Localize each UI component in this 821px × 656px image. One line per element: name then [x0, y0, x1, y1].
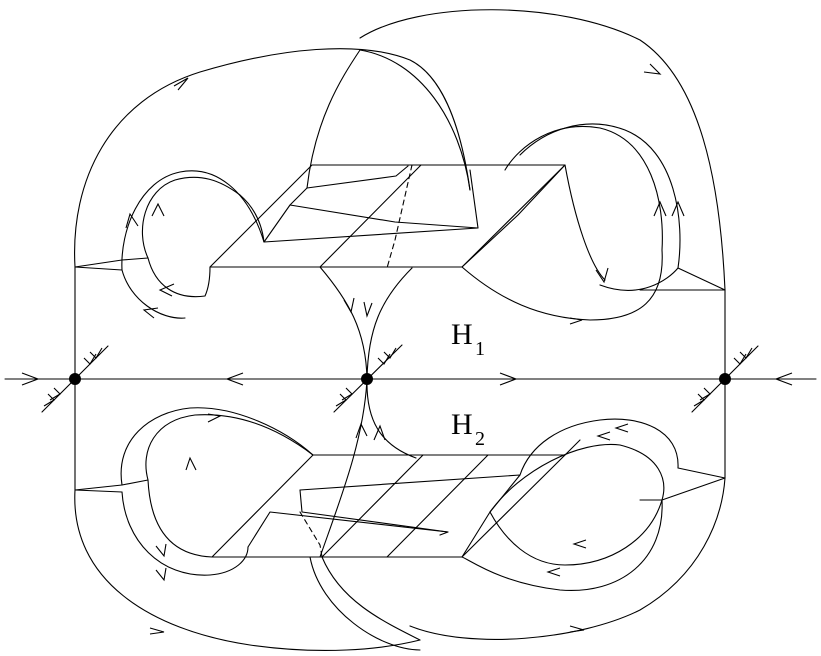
label-h1-main: H — [451, 318, 473, 351]
upper-handlebody — [74, 9, 726, 325]
central-axis — [4, 372, 817, 386]
lower-handlebody — [74, 407, 726, 651]
central-separatrix — [319, 266, 417, 558]
label-h2-sub: 2 — [475, 428, 485, 450]
label-h1: H 1 — [451, 318, 485, 360]
label-h2: H 2 — [451, 408, 485, 450]
label-h2-main: H — [451, 408, 473, 441]
equilibrium-left-dot — [69, 373, 81, 385]
equilibrium-center-dot — [361, 373, 373, 385]
equilibrium-right-dot — [719, 373, 731, 385]
label-h1-sub: 1 — [475, 338, 485, 360]
